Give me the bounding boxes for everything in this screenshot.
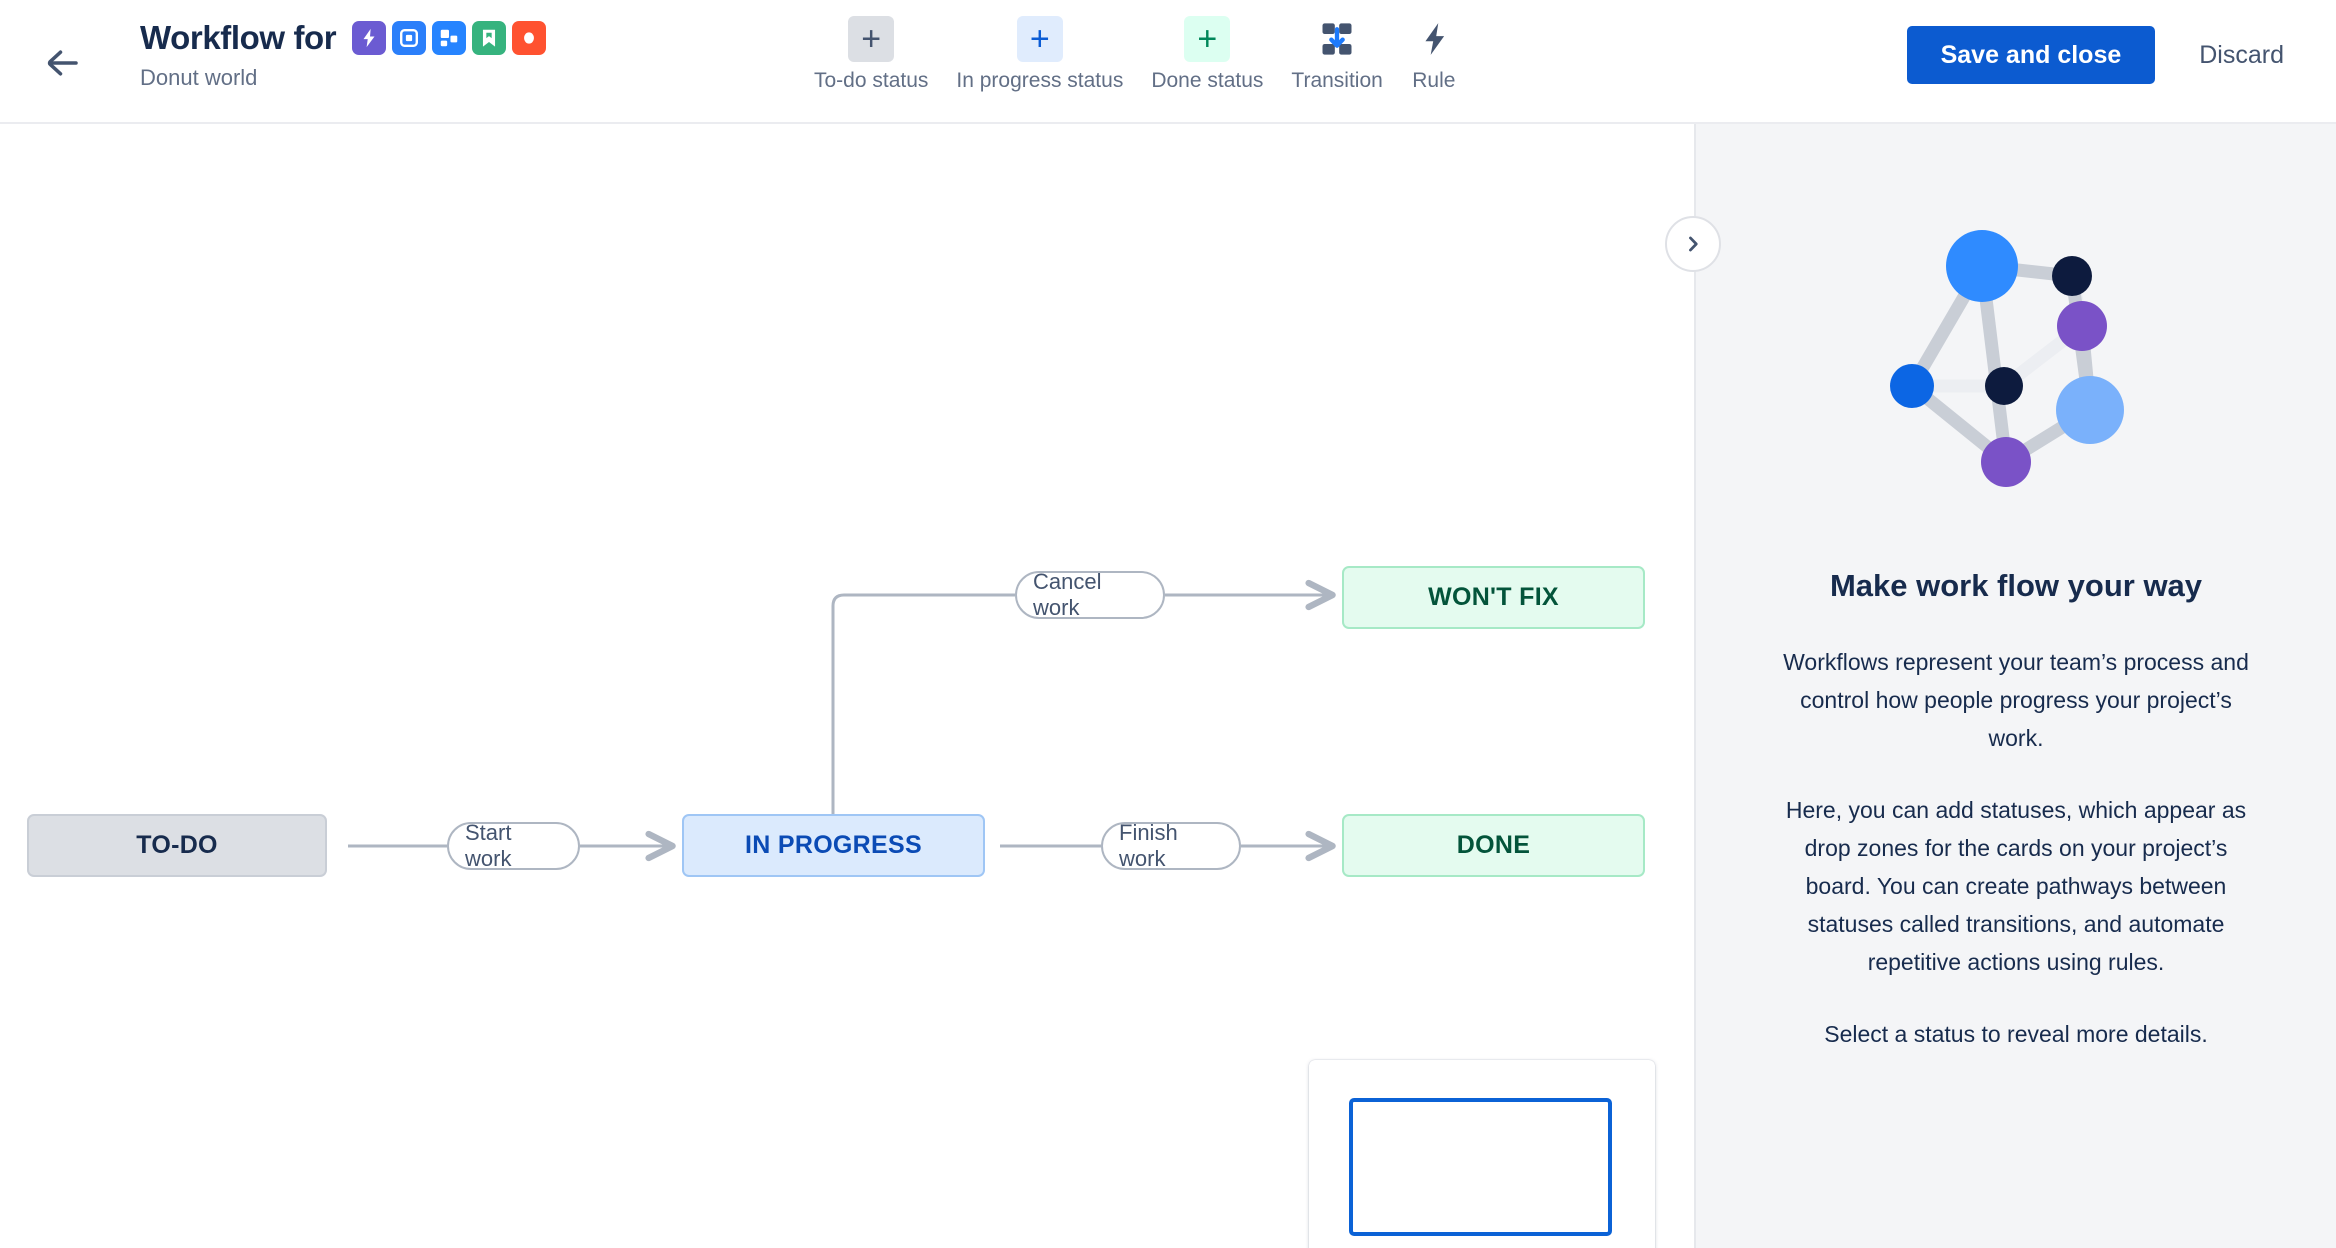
status-node-in-progress[interactable]: IN PROGRESS bbox=[682, 814, 985, 877]
toolbar-item-rule[interactable]: Rule bbox=[1397, 10, 1471, 100]
add-rule-icon bbox=[1411, 16, 1457, 62]
transition-pill-finish-work[interactable]: Finish work bbox=[1101, 820, 1241, 871]
toolbar-item-todo-status[interactable]: + To-do status bbox=[800, 10, 942, 100]
toolbar-item-transition[interactable]: Transition bbox=[1277, 10, 1396, 100]
toolbar-label: Done status bbox=[1151, 69, 1264, 92]
title-block: Workflow for bbox=[140, 18, 547, 92]
lightning-icon bbox=[1425, 23, 1444, 55]
title-row: Workflow for bbox=[140, 18, 547, 58]
status-node-label: WON'T FIX bbox=[1428, 583, 1559, 611]
panel-title: Make work flow your way bbox=[1829, 568, 2203, 603]
panel-toggle-button[interactable] bbox=[1665, 216, 1721, 272]
jira-lightning-icon[interactable] bbox=[352, 21, 387, 55]
chevron-right-icon bbox=[1689, 236, 1698, 252]
save-and-close-button[interactable]: Save and close bbox=[1906, 26, 2156, 84]
transition-label: Finish work bbox=[1119, 820, 1178, 871]
page-title: Workflow for bbox=[140, 19, 337, 56]
back-button[interactable] bbox=[40, 40, 86, 86]
status-node-wont-fix[interactable]: WON'T FIX bbox=[1342, 566, 1645, 629]
page-subtitle: Donut world bbox=[140, 65, 258, 90]
status-node-label: TO-DO bbox=[136, 831, 218, 859]
minimap-viewport-rect[interactable] bbox=[1349, 1098, 1612, 1236]
plus-icon: + bbox=[861, 20, 882, 58]
workflow-edges bbox=[348, 579, 1336, 862]
add-todo-status-icon: + bbox=[848, 16, 895, 62]
discard-button[interactable]: Discard bbox=[2191, 26, 2292, 84]
square-outline-icon[interactable] bbox=[392, 21, 427, 55]
panel-paragraph: Workflows represent your team’s process … bbox=[1783, 649, 2249, 751]
connected-squares-icon[interactable] bbox=[432, 21, 467, 55]
plus-icon: + bbox=[1029, 20, 1050, 58]
product-icon-group bbox=[352, 21, 547, 55]
canvas-minimap[interactable] bbox=[1309, 1060, 1655, 1248]
workflow-network-illustration bbox=[1856, 214, 2176, 509]
workflow-canvas[interactable]: TO-DO IN PROGRESS WON'T FIX DONE Start w… bbox=[0, 124, 1694, 1248]
panel-description: Workflows represent your team’s process … bbox=[1781, 643, 2251, 1053]
app-header: Workflow for bbox=[0, 0, 2336, 124]
panel-paragraph: Select a status to reveal more details. bbox=[1824, 1021, 2208, 1047]
status-node-done[interactable]: DONE bbox=[1342, 814, 1645, 877]
toolbar-label: In progress status bbox=[956, 69, 1124, 92]
arrow-left-icon bbox=[47, 50, 78, 76]
plus-icon: + bbox=[1197, 20, 1218, 58]
transition-pill-start-work[interactable]: Start work bbox=[447, 820, 580, 871]
workflow-toolbar: + To-do status + In progress status + Do… bbox=[800, 10, 1471, 100]
toolbar-label: Rule bbox=[1412, 69, 1456, 92]
toolbar-item-inprogress-status[interactable]: + In progress status bbox=[942, 10, 1137, 100]
toolbar-label: Transition bbox=[1291, 69, 1383, 92]
transition-pill-cancel-work[interactable]: Cancel work bbox=[1015, 569, 1165, 620]
bookmark-icon[interactable] bbox=[472, 21, 507, 55]
panel-paragraph: Here, you can add statuses, which appear… bbox=[1785, 797, 2247, 975]
transition-label: Cancel work bbox=[1033, 569, 1102, 620]
add-transition-icon bbox=[1314, 16, 1360, 62]
info-side-panel: Make work flow your way Workflows repres… bbox=[1694, 124, 2336, 1248]
status-node-label: DONE bbox=[1456, 831, 1531, 859]
toolbar-label: To-do status bbox=[814, 69, 929, 92]
status-node-label: IN PROGRESS bbox=[745, 831, 922, 859]
loom-circle-icon[interactable] bbox=[512, 21, 547, 55]
header-actions: Save and close Discard bbox=[1906, 26, 2292, 84]
toolbar-item-done-status[interactable]: + Done status bbox=[1137, 10, 1277, 100]
add-done-status-icon: + bbox=[1184, 16, 1231, 62]
transition-label: Start work bbox=[465, 820, 512, 871]
transition-icon bbox=[1322, 23, 1352, 55]
add-inprogress-status-icon: + bbox=[1016, 16, 1063, 62]
status-node-todo[interactable]: TO-DO bbox=[27, 814, 327, 877]
